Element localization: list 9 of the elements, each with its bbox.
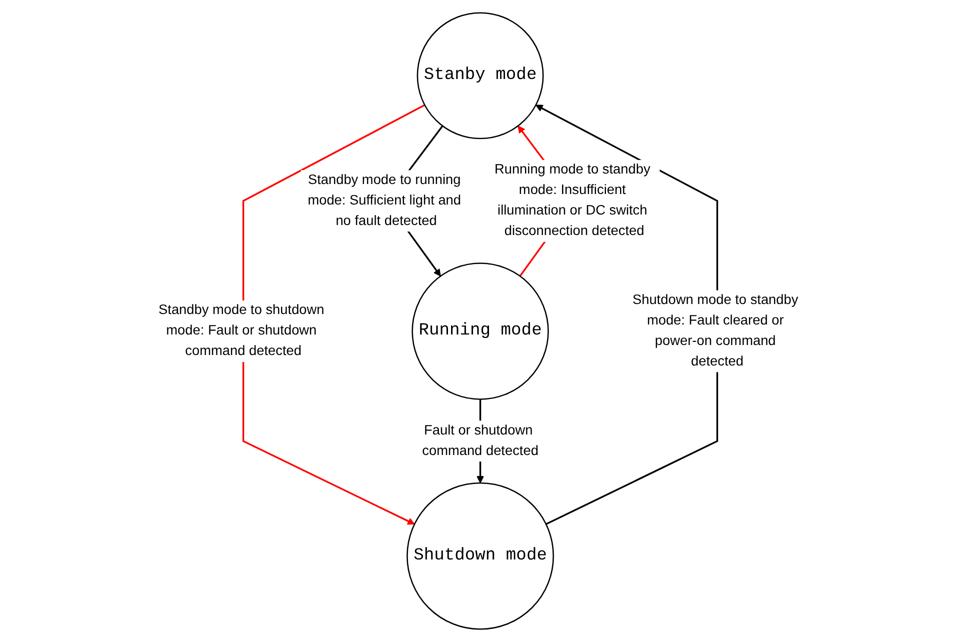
node-circle: Shutdown mode [406,482,554,630]
edge-label: Standby mode to running mode: Sufficient light and no fault detected [307,172,461,228]
edge-label: Running mode to standby mode: Insufficient illumination or DC switch disconnection detected [494,162,650,238]
arrow [242,104,425,524]
edge-label: Fault or shutdown command detected [422,422,538,458]
node-circle: Running mode [411,262,549,400]
edge-label: Standby mode to shutdown mode: Fault or shutdown command detected [158,302,324,358]
edge-label: Shutdown mode to standby mode: Fault cleared or power-on command detected [632,292,798,368]
node-circle: Stanby mode [416,12,544,139]
